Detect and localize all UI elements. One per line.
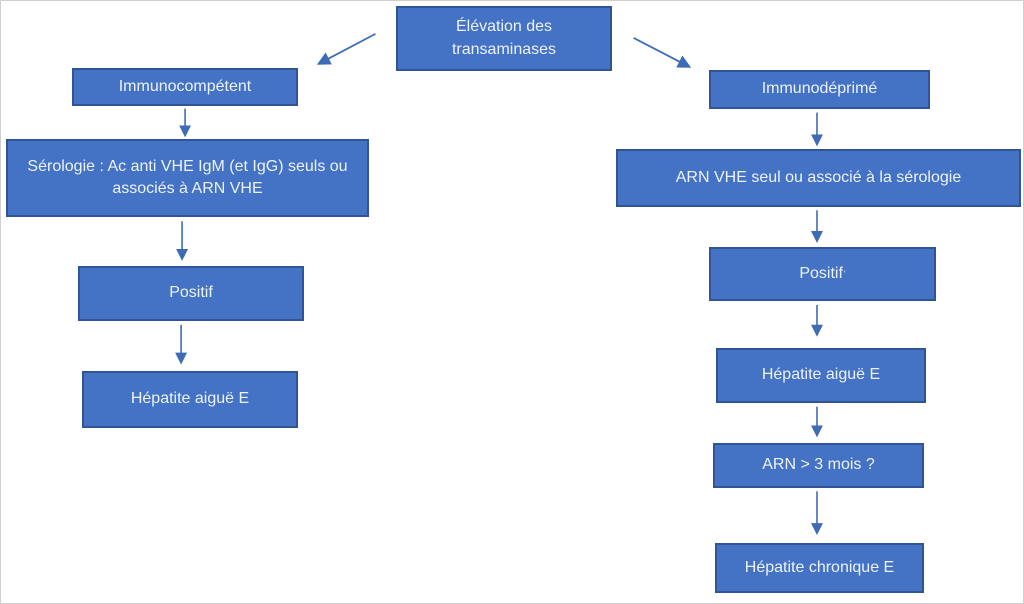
node-positif-left: Positif [78, 266, 304, 321]
node-immunodeprime: Immunodéprimé [709, 70, 930, 109]
node-serologie: Sérologie : Ac anti VHE IgM (et IgG) seu… [6, 139, 369, 217]
node-elevation-transaminases: Élévation des transaminases [396, 6, 612, 71]
node-arn-vhe: ARN VHE seul ou associé à la sérologie [616, 149, 1021, 207]
node-arn-3-mois: ARN > 3 mois ? [713, 443, 924, 488]
node-hepatite-aigue-left: Hépatite aiguë E [82, 371, 298, 428]
node-hepatite-chronique: Hépatite chronique E [715, 543, 924, 593]
node-hepatite-aigue-right: Hépatite aiguë E [716, 348, 926, 403]
arrow-root-to-immunodeprime [633, 37, 692, 68]
node-immunocompetent: Immunocompétent [72, 68, 298, 106]
arrow-root-to-immunocompetent [316, 33, 376, 65]
node-positif-right-label: Positif [799, 264, 843, 282]
node-positif-right: Positif' [709, 247, 936, 301]
